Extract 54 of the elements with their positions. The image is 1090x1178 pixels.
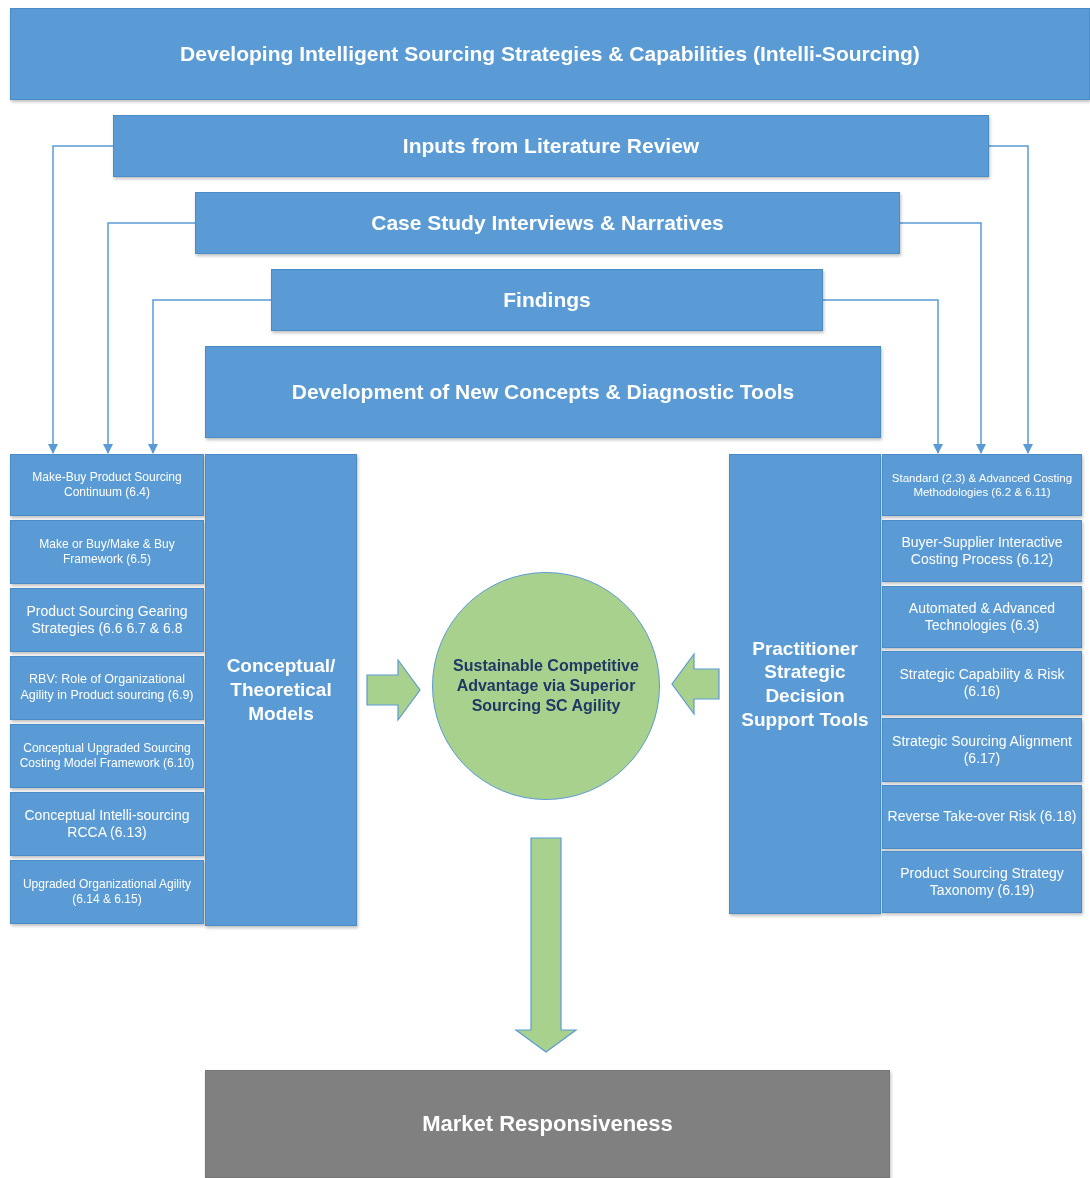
node-label: Product Sourcing Gearing Strategies (6.6 6.7 & 6.8 bbox=[25, 602, 189, 638]
category-box bbox=[205, 454, 357, 926]
category-box bbox=[729, 454, 881, 914]
item-box bbox=[882, 454, 1082, 516]
item-box bbox=[10, 792, 204, 856]
item-box bbox=[882, 586, 1082, 648]
node-label: Strategic Sourcing Alignment (6.17) bbox=[891, 732, 1073, 768]
node-label: Sustainable Competitive Advantage via Superior Sourcing SC Agility bbox=[452, 656, 640, 716]
connector-arrow bbox=[103, 222, 196, 454]
item-box bbox=[882, 718, 1082, 782]
node-label: Buyer-Supplier Interactive Costing Process (6.12) bbox=[900, 533, 1064, 569]
node-label: Development of New Concepts & Diagnostic Tools bbox=[290, 378, 796, 405]
node-label: Conceptual/ Theoretical Models bbox=[225, 654, 337, 726]
node-label: Conceptual Intelli-sourcing RCCA (6.13) bbox=[23, 806, 191, 842]
block-arrow bbox=[514, 837, 578, 1053]
node-label: Practitioner Strategic Decision Support Tools bbox=[740, 636, 870, 732]
node-label: Case Study Interviews & Narratives bbox=[370, 209, 725, 236]
item-box bbox=[882, 651, 1082, 715]
node-label: Make or Buy/Make & Buy Framework (6.5) bbox=[38, 537, 176, 567]
item-box bbox=[10, 520, 204, 584]
header-band bbox=[10, 8, 1090, 100]
node-label: Standard (2.3) & Advanced Costing Methodologies (6.2 & 6.11) bbox=[890, 470, 1074, 500]
item-box bbox=[10, 454, 204, 516]
header-band bbox=[271, 269, 823, 331]
header-band bbox=[205, 346, 881, 438]
connector-arrow bbox=[988, 145, 1033, 454]
connector-arrow bbox=[899, 222, 986, 454]
item-box bbox=[882, 520, 1082, 582]
node-label: Developing Intelligent Sourcing Strategies & Capabilities (Intelli-Sourcing) bbox=[179, 40, 921, 67]
node-label: Reverse Take-over Risk (6.18) bbox=[886, 808, 1078, 826]
header-band bbox=[195, 192, 900, 254]
outcome-box bbox=[205, 1070, 890, 1178]
header-band bbox=[113, 115, 989, 177]
block-arrow bbox=[366, 658, 421, 722]
item-box bbox=[882, 785, 1082, 849]
item-box bbox=[10, 588, 204, 652]
node-label: Make-Buy Product Sourcing Continuum (6.4) bbox=[31, 470, 183, 500]
connector-arrow bbox=[148, 299, 272, 454]
item-box bbox=[10, 860, 204, 924]
node-label: Market Responsiveness bbox=[421, 1110, 674, 1138]
node-label: Inputs from Literature Review bbox=[401, 132, 701, 159]
node-label: Product Sourcing Strategy Taxonomy (6.19) bbox=[899, 864, 1065, 900]
node-label: Conceptual Upgraded Sourcing Costing Model Framework (6.10) bbox=[18, 741, 196, 771]
item-box bbox=[10, 656, 204, 720]
node-label: Upgraded Organizational Agility (6.14 & 6.15) bbox=[21, 877, 193, 907]
node-label: RBV: Role of Organizational Agility in Product sourcing (6.9) bbox=[19, 672, 195, 704]
connector-arrow bbox=[822, 299, 943, 454]
node-label: Strategic Capability & Risk (6.16) bbox=[898, 665, 1066, 701]
connector-arrow bbox=[48, 145, 114, 454]
item-box bbox=[10, 724, 204, 788]
block-arrow bbox=[671, 652, 720, 716]
node-label: Automated & Advanced Technologies (6.3) bbox=[907, 599, 1057, 635]
node-label: Findings bbox=[502, 286, 592, 313]
item-box bbox=[882, 851, 1082, 913]
